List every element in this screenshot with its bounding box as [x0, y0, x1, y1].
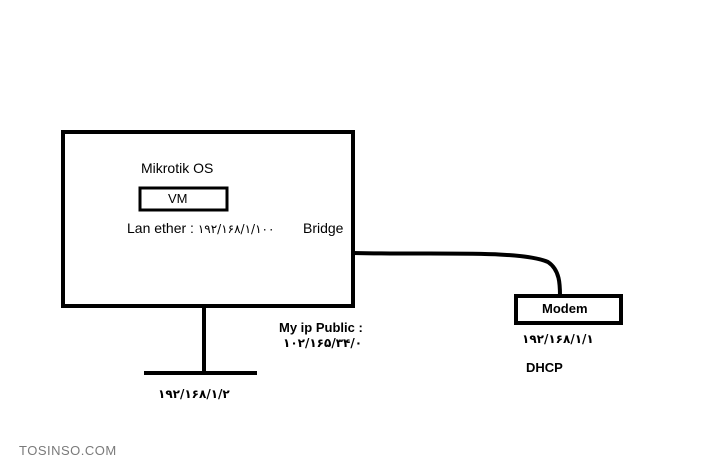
bridge-cable — [352, 251, 562, 297]
public-ip-value: ۱۰۲/۱۶۵/۳۴/۰ — [283, 336, 363, 350]
host-ip: ۱۹۲/۱۶۸/۱/۲ — [158, 387, 230, 401]
vm-box — [138, 186, 229, 212]
lan-ether-label: Lan ether : ۱۹۲/۱۶۸/۱/۱۰۰ — [127, 221, 274, 235]
modem-box — [514, 294, 623, 325]
lan-ether-text: Lan ether : — [127, 220, 198, 236]
server-box — [61, 130, 355, 308]
modem-ip: ۱۹۲/۱۶۸/۱/۱ — [522, 332, 594, 346]
dhcp-label: DHCP — [526, 360, 563, 375]
watermark-text: TOSINSO.COM — [19, 443, 117, 458]
bridge-label: Bridge — [303, 220, 344, 236]
modem-label: Modem — [542, 301, 588, 316]
public-ip-label: My ip Public : — [279, 320, 363, 335]
lan-ether-ip: ۱۹۲/۱۶۸/۱/۱۰۰ — [197, 222, 275, 236]
os-label: Mikrotik OS — [141, 160, 214, 176]
vm-label: VM — [168, 191, 188, 206]
